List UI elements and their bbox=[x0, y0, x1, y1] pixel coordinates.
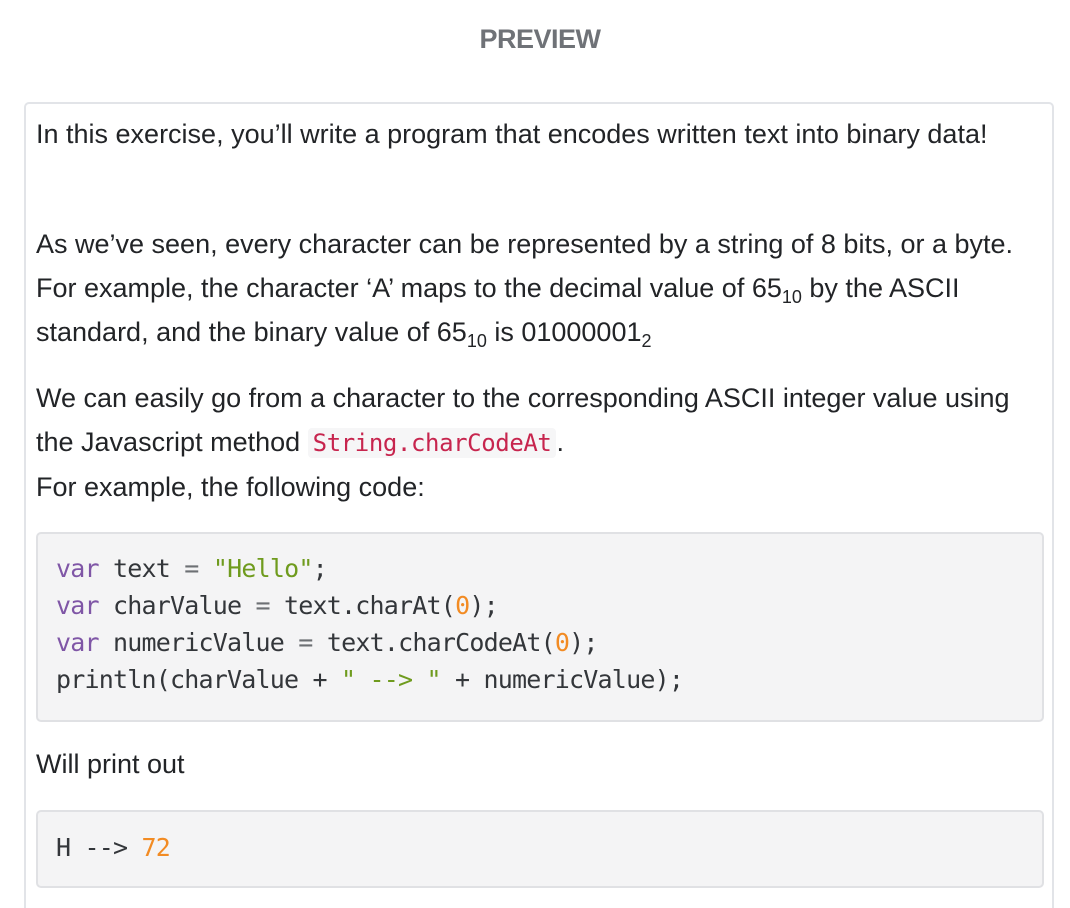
code-line: var text = "Hello"; bbox=[56, 550, 1042, 587]
code-keyword: var bbox=[56, 628, 100, 657]
ascii-text-b: by the ASCII standard, and the binary va… bbox=[36, 273, 960, 347]
code-text bbox=[199, 554, 213, 583]
preview-title: PREVIEW bbox=[479, 24, 601, 54]
ascii-text-a: As we’ve seen, every character can be re… bbox=[36, 229, 1014, 303]
output-line: H --> 72 bbox=[56, 829, 1042, 866]
code-example-block: var text = "Hello"; var charValue = text… bbox=[36, 532, 1044, 722]
code-text: text bbox=[98, 554, 185, 583]
code-operator: = bbox=[255, 591, 271, 620]
lesson-panel: In this exercise, you’ll write a program… bbox=[24, 102, 1054, 908]
code-number: 0 bbox=[554, 628, 570, 657]
code-text: println(charValue + bbox=[56, 665, 342, 694]
subscript-base-10: 10 bbox=[781, 287, 802, 307]
code-text: + numericValue); bbox=[440, 665, 684, 694]
code-text: ; bbox=[312, 554, 328, 583]
code-line: println(charValue + " --> " + numericVal… bbox=[56, 661, 1042, 698]
method-text-c: For example, the following code: bbox=[36, 472, 425, 502]
intro-paragraph: In this exercise, you’ll write a program… bbox=[36, 119, 988, 149]
inline-code-charcodeat: String.charCodeAt bbox=[307, 428, 557, 458]
ascii-paragraph: As we’ve seen, every character can be re… bbox=[36, 222, 1046, 354]
method-text-a: We can easily go from a character to the… bbox=[36, 383, 1010, 457]
code-text: text.charAt( bbox=[269, 591, 456, 620]
subscript-base-2: 2 bbox=[641, 331, 652, 351]
code-text: ); bbox=[569, 628, 598, 657]
code-string: "Hello" bbox=[212, 554, 314, 583]
code-number: 0 bbox=[455, 591, 470, 620]
code-keyword: var bbox=[56, 554, 100, 583]
output-example-block: H --> 72 bbox=[36, 810, 1044, 888]
output-label: Will print out bbox=[36, 749, 185, 779]
output-text: H --> bbox=[56, 833, 142, 862]
code-text: numericValue bbox=[98, 628, 299, 657]
code-operator: = bbox=[298, 628, 313, 657]
output-number: 72 bbox=[141, 833, 171, 862]
code-operator: = bbox=[184, 554, 199, 583]
ascii-text-c: is 01000001 bbox=[486, 317, 642, 347]
code-line: var charValue = text.charAt(0); bbox=[56, 587, 1042, 624]
code-line: var numericValue = text.charCodeAt(0); bbox=[56, 624, 1042, 661]
code-string: " --> " bbox=[341, 665, 442, 694]
method-paragraph: We can easily go from a character to the… bbox=[36, 376, 1046, 509]
subscript-base-10: 10 bbox=[466, 331, 487, 351]
code-keyword: var bbox=[56, 591, 100, 620]
code-text: charValue bbox=[98, 591, 256, 620]
method-text-b: . bbox=[556, 427, 564, 457]
code-text: ); bbox=[469, 591, 498, 620]
code-text: text.charCodeAt( bbox=[312, 628, 556, 657]
